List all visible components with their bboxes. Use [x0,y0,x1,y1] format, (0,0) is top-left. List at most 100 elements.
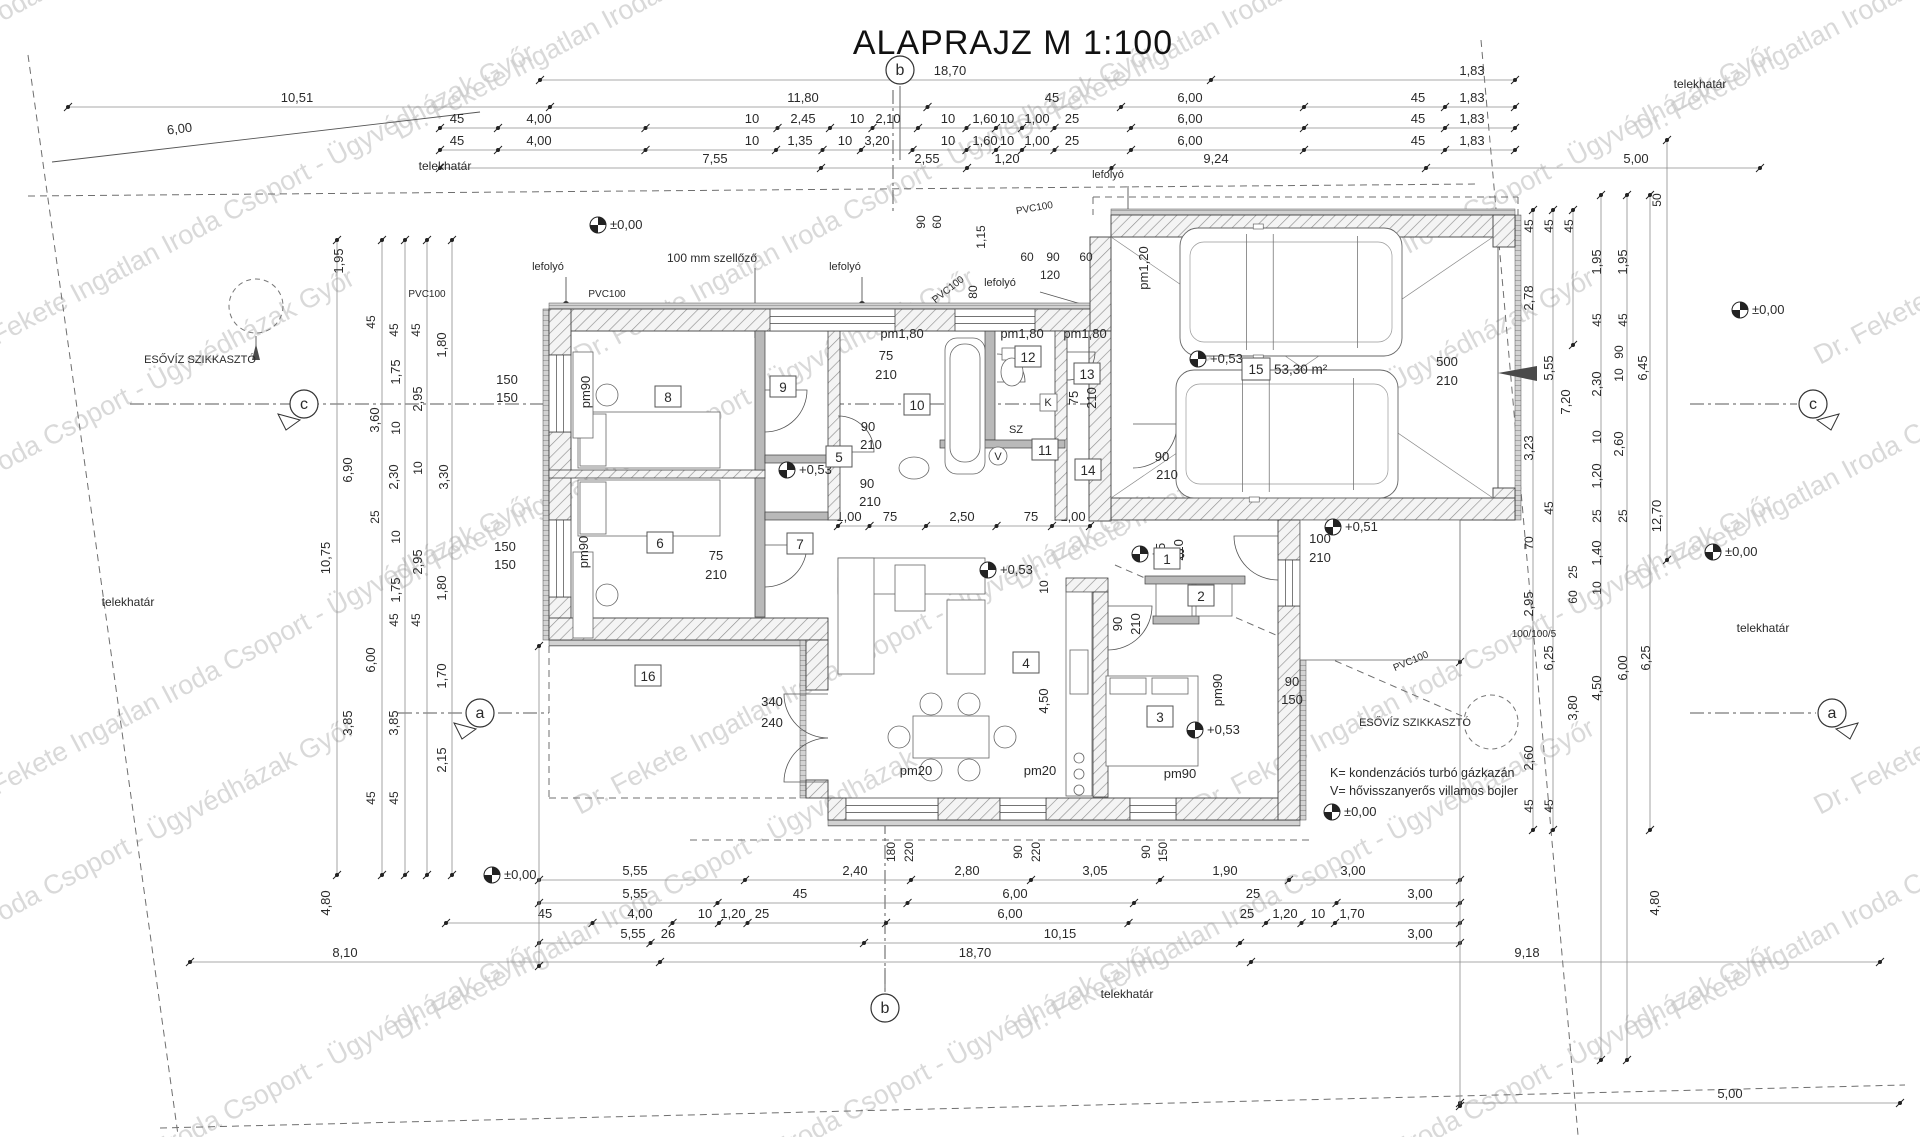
dim-label: 2,45 [790,111,815,126]
car-body-line [1185,383,1389,485]
partition-wall [754,477,766,618]
dim-label: 1,83 [1459,63,1484,78]
dim-tick-slash [771,145,781,155]
partition-wall [1144,575,1246,585]
dim-tick-slash [773,123,782,133]
room-number: 1 [1163,552,1171,567]
annotation-label: pm1,80 [1000,326,1043,341]
section-marker-letter: a [1828,705,1837,722]
annotation-label: 45 [1542,501,1556,515]
exterior-wall [937,797,1001,821]
room-number: 10 [909,398,924,413]
section-marker-triangle [1815,413,1840,431]
annotation-label: 90 [1155,449,1169,464]
section-marker-circle [870,993,900,1023]
annotation-label: 2,95 [410,549,425,574]
dim-tick-slash [441,918,451,928]
dim-tick-slash [825,123,835,133]
dim-tick-slash [1047,521,1057,531]
annotation-label: 90 [914,215,928,229]
annotation-label: 70 [1522,536,1536,550]
annotation-label: K [1044,397,1052,409]
dim-tick-slash [1645,825,1655,835]
dim-label: 45 [1045,90,1059,105]
dim-tick-slash [833,521,843,531]
annotation-label: 6,45 [1635,355,1650,380]
level-symbol-quadrant [1325,527,1333,535]
dim-tick-slash [1129,898,1139,908]
dim-tick-slash [992,521,1001,531]
level-label: ±0,00 [1752,302,1784,317]
dim-tick-slash [1085,521,1095,531]
window [1129,797,1177,821]
annotation-label: 90 [860,476,874,491]
annotation-label: 6,25 [1541,645,1556,670]
annotation-label: 100 mm szellőző [667,251,757,265]
room-number: 12 [1020,350,1035,365]
section-marker-circle [1817,698,1847,728]
room-number-box [786,532,814,555]
direction-arrow [1498,366,1537,381]
dim-tick-slash [435,123,445,133]
level-symbol-quadrant [1324,812,1332,820]
annotation-label: 1,75 [388,577,403,602]
dim-tick-slash [1299,102,1309,112]
chair-icon [1073,784,1085,796]
exterior-wall [1110,497,1516,521]
dim-tick-slash [908,145,917,155]
chair-icon [887,725,911,749]
room-number: 9 [779,380,787,395]
dim-label: 1,00 [1024,133,1049,148]
dim-tick-slash [655,957,665,967]
dim-tick-slash [1421,163,1431,173]
annotation-label: 5,55 [1541,355,1556,380]
dim-tick-slash [1126,145,1136,155]
room-number: 3 [1156,710,1164,725]
dim-tick-slash [1017,123,1027,133]
annotation-label: 12,70 [1649,500,1664,533]
annotation-label: 10 [1590,581,1604,595]
dim-tick-slash [743,918,752,928]
leader-line [51,111,481,163]
window [845,797,939,821]
annotation-label: 45 [1542,799,1556,813]
dim-tick-slash [1528,205,1538,215]
dim-tick-slash [856,145,866,155]
dim-tick-slash [1299,145,1309,155]
annotation-label: 3,80 [1565,695,1580,720]
soakaway-circle [1463,694,1519,750]
annotation-label: 150 [496,390,518,405]
annotation-label: 90 [1612,345,1626,359]
room-number-box [646,531,674,554]
section-marker-letter: a [476,705,485,722]
annotation-label: 340 [761,694,783,709]
annotation-label: 3,60 [367,407,382,432]
dim-tick-slash [435,145,445,155]
annotation-label: 45 [364,315,378,329]
dim-label: 5,55 [622,886,647,901]
exterior-wall [1277,605,1301,821]
legend-line: K= kondenzációs turbó gázkazán [1330,766,1515,780]
dim-label: 10,51 [281,90,314,105]
room-number-box [1153,547,1181,570]
furniture-rect [572,551,594,639]
furniture-rect [572,351,594,439]
watermark-text: Dr. Fekete Ingatlan Iroda Csoport - Ügyv… [0,937,539,1137]
annotation-label: 1,80 [434,332,449,357]
level-label: ±0,00 [610,217,642,232]
annotation-label: 2,30 [386,464,401,489]
dim-label: 45 [1411,133,1425,148]
dim-label: 11,80 [787,90,819,105]
annotation-label: 2,15 [434,747,449,772]
chair-icon [988,446,1008,466]
annotation-label: 2,60 [1611,431,1626,456]
annotation-label: 220 [1029,842,1043,862]
furniture-rect [1155,583,1193,617]
dim-label: 4,00 [526,133,551,148]
chair-icon [595,583,619,607]
annotation-label: 150 [1281,692,1303,707]
annotation-label: PVC100 [588,289,626,300]
dim-tick-slash [1645,190,1655,200]
section-marker-circle [885,55,915,85]
